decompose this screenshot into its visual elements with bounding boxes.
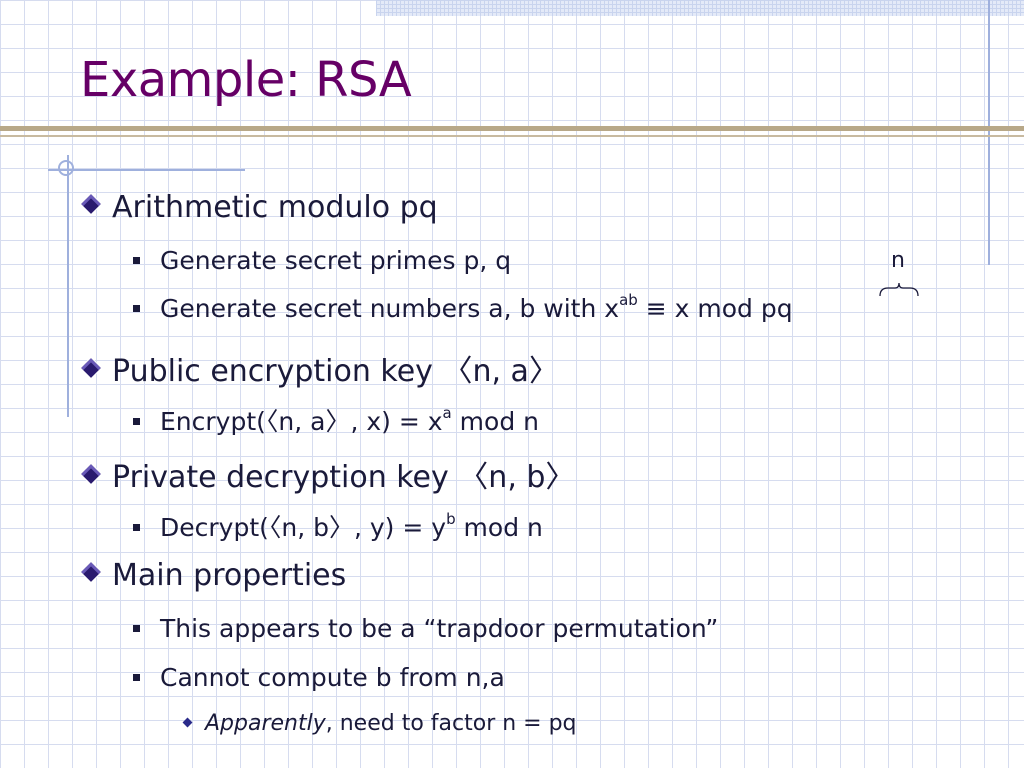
bullet-arithmetic: Arithmetic modulo pq: [80, 190, 438, 225]
diamond-bullet-icon: [80, 193, 102, 215]
sub-bullet-text-pre: Decrypt(〈n, b〉, y) = y: [160, 513, 447, 542]
bullet-text: Private decryption key 〈n, b〉: [112, 460, 576, 495]
square-bullet-icon: [133, 256, 140, 264]
bullet-text: Arithmetic modulo pq: [112, 190, 438, 225]
diamond-bullet-icon: [80, 561, 102, 583]
square-bullet-icon: [133, 417, 140, 425]
exponent: ab: [619, 290, 638, 309]
square-bullet-icon: [133, 304, 140, 312]
sub-bullet-text-post: mod n: [455, 513, 543, 542]
sub-sub-bullet-apparently: Apparently, need to factor n = pq: [180, 711, 577, 736]
square-bullet-icon: [133, 673, 140, 681]
sub-bullet-secret-numbers: Generate secret numbers a, b with xab ≡ …: [130, 290, 793, 323]
square-bullet-icon: [133, 624, 140, 632]
decorative-horizontal-line: [48, 169, 245, 171]
brace-label-n: n: [891, 248, 905, 273]
title-rule-thick: [0, 126, 1024, 131]
sub-bullet-text: This appears to be a “trapdoor permutati…: [160, 614, 719, 643]
sub-bullet-cannot-compute: Cannot compute b from n,a: [130, 663, 505, 692]
title-rule-thin: [0, 135, 1024, 137]
sub-bullet-text-post: mod n: [451, 407, 539, 436]
exponent: b: [446, 509, 456, 528]
bullet-main-properties: Main properties: [80, 558, 346, 593]
sub-bullet-text: Cannot compute b from n,a: [160, 663, 505, 692]
bullet-private-key: Private decryption key 〈n, b〉: [80, 452, 575, 496]
small-diamond-bullet-icon: [182, 717, 193, 727]
sub-bullet-primes: Generate secret primes p, q: [130, 246, 511, 275]
slide-title: Example: RSA: [80, 52, 412, 108]
sub-bullet-text-pre: Generate secret numbers a, b with x: [160, 294, 620, 323]
square-bullet-icon: [133, 523, 140, 531]
sub-bullet-text-pre: Encrypt(〈n, a〉, x) = x: [160, 407, 443, 436]
italic-text: Apparently: [205, 711, 326, 736]
sub-sub-bullet-text: , need to factor n = pq: [325, 711, 577, 736]
diamond-bullet-icon: [80, 463, 102, 485]
decorative-vertical-line: [67, 155, 69, 417]
sub-bullet-text: Generate secret primes p, q: [160, 246, 512, 275]
sub-bullet-text-post: ≡ x mod pq: [637, 294, 793, 323]
sub-bullet-decrypt: Decrypt(〈n, b〉, y) = yb mod n: [130, 508, 543, 544]
bullet-text: Main properties: [112, 558, 347, 593]
sub-bullet-trapdoor: This appears to be a “trapdoor permutati…: [130, 614, 718, 643]
bullet-text: Public encryption key 〈n, a〉: [112, 354, 559, 389]
right-decorative-line: [988, 0, 990, 265]
diamond-bullet-icon: [80, 357, 102, 379]
decorative-circle-icon: [58, 160, 74, 176]
bullet-public-key: Public encryption key 〈n, a〉: [80, 346, 559, 390]
exponent: a: [442, 403, 452, 422]
overbrace-icon: [879, 282, 919, 297]
top-decorative-band: [376, 0, 1024, 16]
sub-bullet-encrypt: Encrypt(〈n, a〉, x) = xa mod n: [130, 402, 539, 438]
